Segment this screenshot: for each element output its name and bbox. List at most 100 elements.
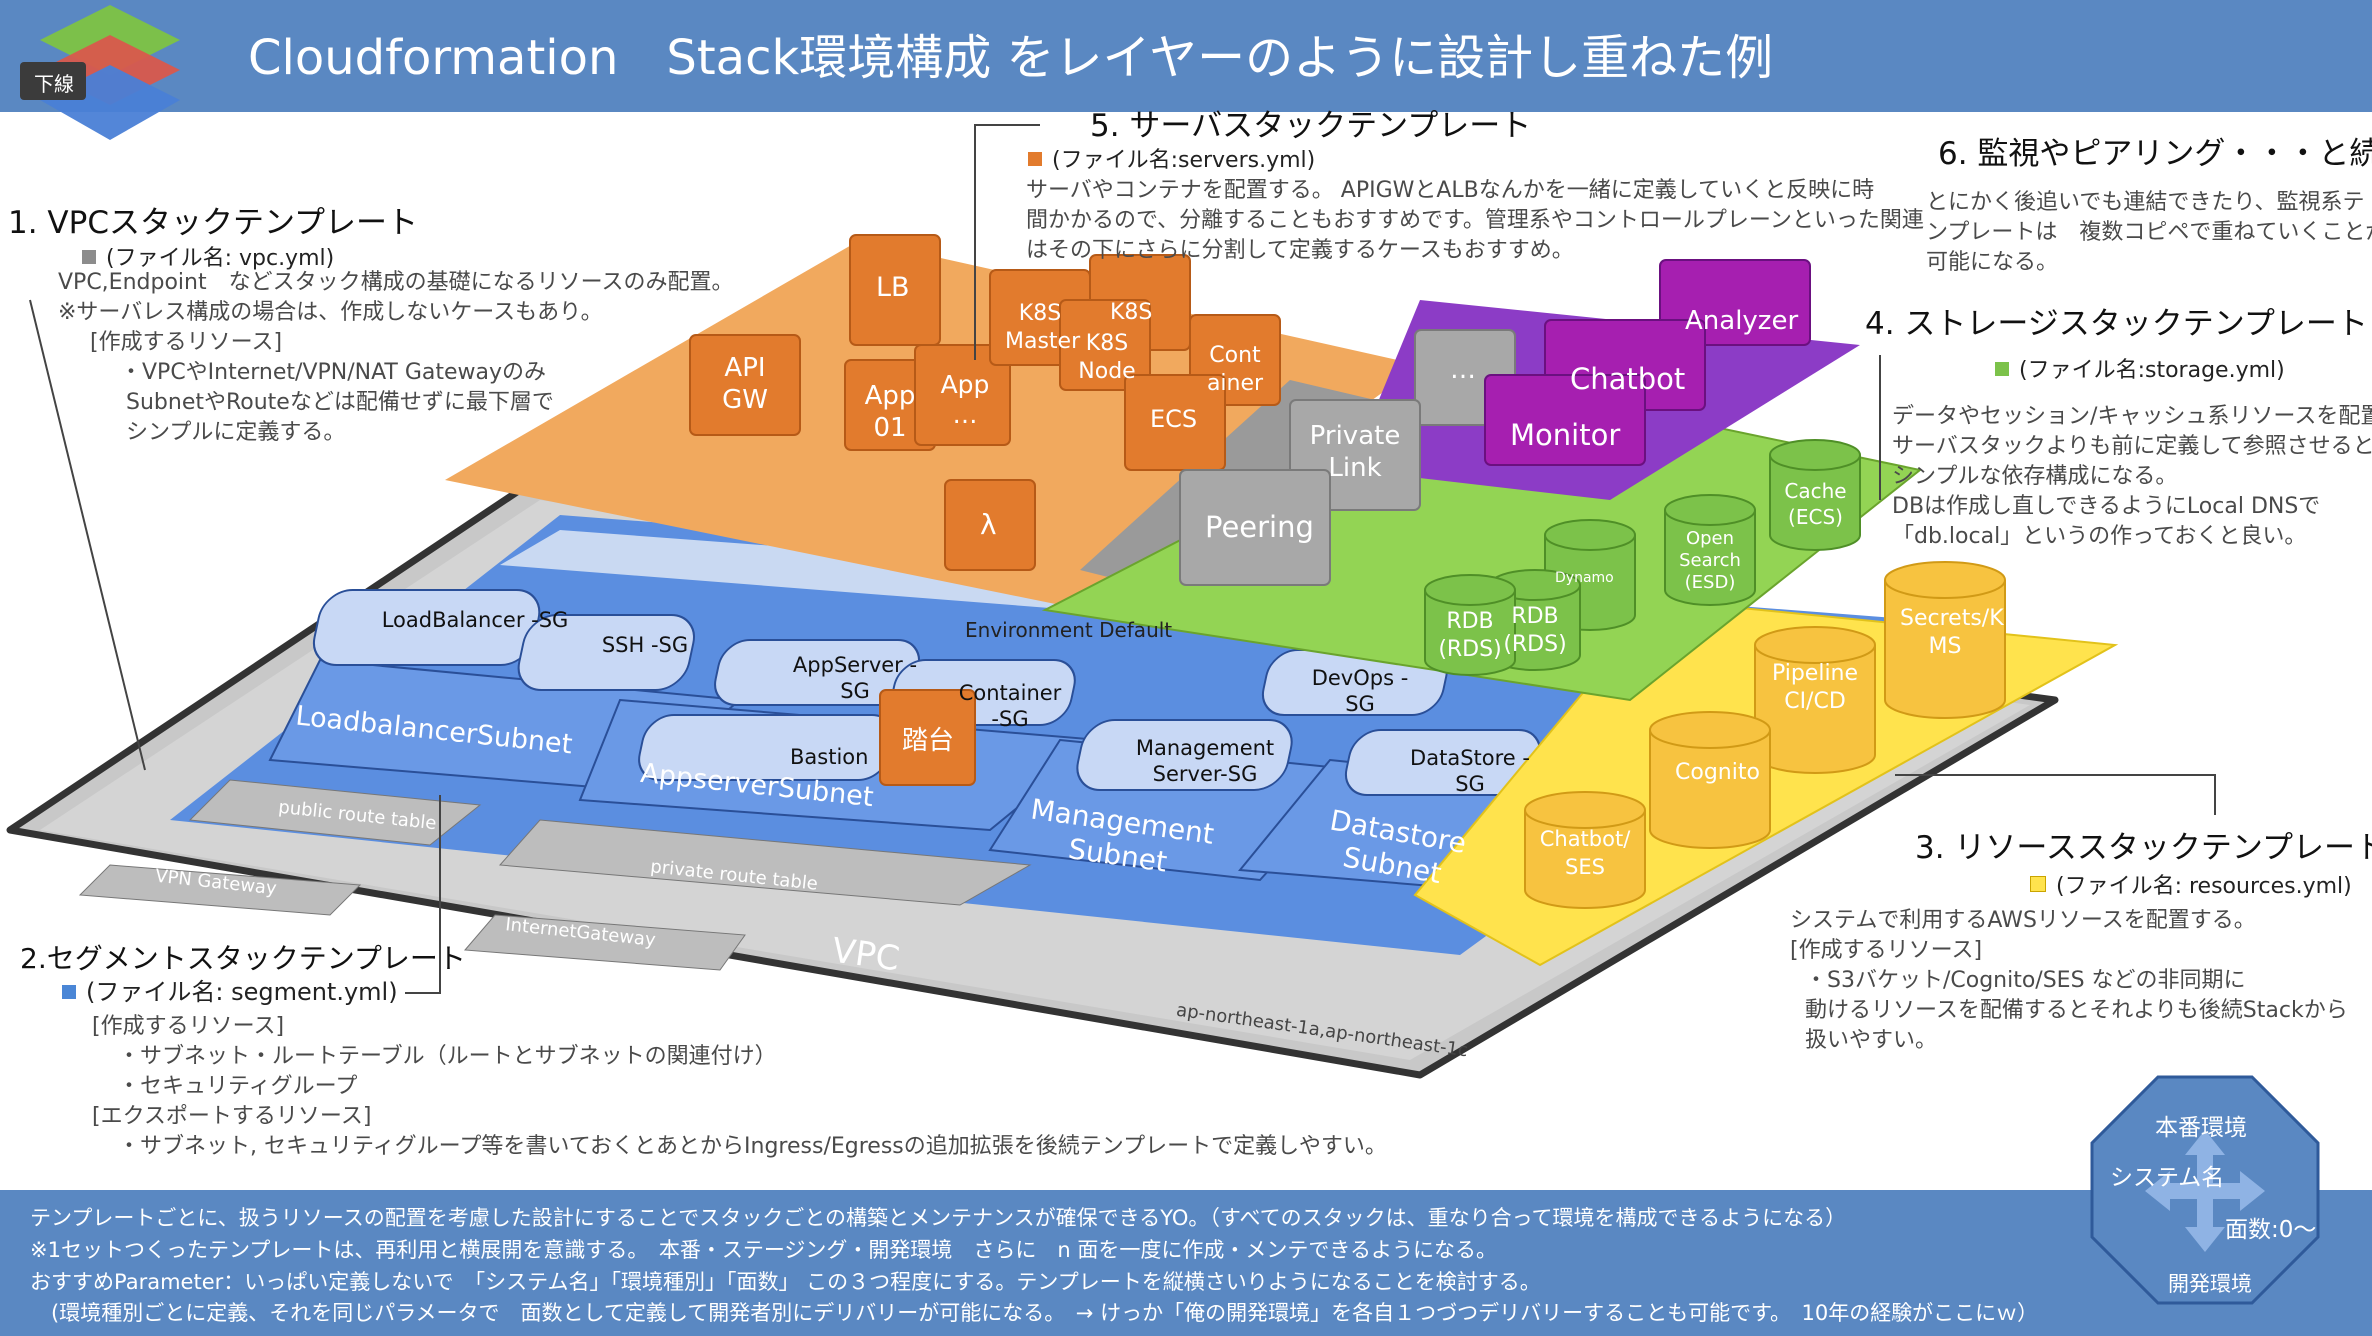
box-bastion — [879, 689, 976, 786]
vpn-gateway-shape — [78, 864, 362, 916]
segment-stack-line-1: [作成するリソース] — [92, 1014, 285, 1039]
server-stack-file: (ファイル名:servers.yml) — [1028, 142, 1315, 174]
sg-appserver-label: AppServer -SG — [792, 653, 918, 703]
resource-stack-line-2: [作成するリソース] — [1790, 938, 1983, 963]
box-lb — [849, 234, 941, 346]
environment-octagon — [2090, 1075, 2320, 1305]
ellipsis-box-label: … — [1450, 355, 1476, 385]
octagon-left-label: システム名 — [2110, 1165, 2225, 1191]
storage-stack-line-4: DBは作成し直しできるようにLocal DNSで — [1892, 494, 2321, 519]
vpc-color-swatch — [82, 250, 96, 264]
segment-stack-line-3: ・セキュリティグループ — [118, 1074, 358, 1099]
analyzer-box-label: Analyzer — [1685, 306, 1799, 336]
private-link-box-label: Private Link — [1309, 421, 1401, 483]
bastion-box-label: 踏台 — [902, 726, 955, 756]
box-apigw — [689, 334, 801, 436]
footer-line-1: テンプレートごとに、扱うリソースの配置を考慮した設計にすることでスタックごとの構… — [30, 1206, 1847, 1230]
sg-container-label: Container -SG — [958, 681, 1062, 731]
monitor-stack-line-2: ンプレートは 複数コピペで重ねていくことが — [1926, 220, 2372, 245]
vpc-stack-line-6: シンプルに定義する。 — [126, 420, 346, 445]
cyl-cognito — [1649, 730, 1771, 849]
vpc-stack-file-text: (ファイル名: vpc.yml) — [106, 246, 335, 271]
sg-ssh-label: SSH -SG — [601, 633, 689, 657]
title-bar — [0, 0, 2372, 112]
app-box-label: App … — [940, 370, 990, 429]
resource-stack-line-5: 扱いやすい。 — [1805, 1028, 1938, 1053]
page-title: Cloudformation Stack環境構成 をレイヤーのように設計し重ねた… — [248, 30, 1774, 86]
chatbot-ses-cyl-label: Chatbot/ SES — [1539, 827, 1631, 879]
logo-label: 下線 — [34, 72, 74, 96]
sg-ssh — [517, 614, 695, 691]
segment-stack-line-2: ・サブネット・ルートテーブル（ルートとサブネットの関連付け） — [118, 1044, 777, 1069]
peering-box-label: Peering — [1205, 510, 1314, 544]
storage-stack-file-text: (ファイル名:storage.yml) — [2019, 358, 2285, 383]
sg-bastion-label: Bastion — [790, 745, 869, 769]
storage-stack-line-2: サーバスタックよりも前に定義して参照させると — [1892, 434, 2372, 459]
opensearch-cyl-label: Open Search (ESD) — [1679, 528, 1741, 593]
storage-stack-line-1: データやセッション/キャッシュ系リソースを配置 — [1892, 404, 2372, 429]
server-stack-line-3: はその下にさらに分割して定義するケースもおすすめ。 — [1026, 238, 1574, 263]
storage-stack-line-5: 「db.local」というの作っておくと良い。 — [1892, 524, 2307, 549]
monitor-stack-heading: 6. 監視やピアリング・・・と続く — [1938, 136, 2372, 172]
environment-default-label: Environment Default — [965, 618, 1173, 642]
server-stack-heading: 5. サーバスタックテンプレート — [1090, 108, 1532, 144]
sg-management-server — [1076, 719, 1293, 791]
vpc-stack-file: (ファイル名: vpc.yml) — [82, 240, 334, 272]
monitor-stack-line-3: 可能になる。 — [1926, 250, 2059, 275]
cyl-secrets — [1884, 580, 2006, 719]
octagon-bottom-label: 開発環境 — [2168, 1272, 2252, 1296]
box-app — [914, 344, 1011, 446]
vpc-stack-line-5: SubnetやRouteなどは配備せずに最下層で — [126, 390, 554, 415]
public-route-table-shape — [188, 779, 482, 846]
segment-stack-heading: 2.セグメントスタックテンプレート — [20, 942, 466, 975]
ecs-box-label: ECS — [1150, 405, 1198, 433]
internet-gateway-shape — [463, 914, 746, 971]
box-k8s-node — [1059, 299, 1151, 391]
server-color-swatch — [1028, 152, 1042, 166]
callout-resource — [1895, 774, 2216, 815]
resource-stack-file: (ファイル名: resources.yml) — [2030, 868, 2352, 900]
box-lambda — [944, 479, 1036, 571]
footer-line-3: おすすめParameter：いっぱい定義しないで 「システム名」「環境種別」「面… — [30, 1270, 1541, 1294]
resource-stack-line-3: ・S3バケット/Cognito/SES などの非同期に — [1805, 968, 2246, 993]
cyl-opensearch — [1664, 510, 1756, 606]
server-stack-file-text: (ファイル名:servers.yml) — [1052, 148, 1316, 173]
k8s-master-box-label: K8S Master — [1005, 301, 1081, 354]
cyl-chatbot-ses — [1524, 810, 1646, 909]
segment-color-swatch — [62, 985, 76, 999]
monitor-stack-line-1: とにかく後追いでも連結できたり、監視系テ — [1926, 190, 2365, 215]
rdb-back-cyl-label: RDB (RDS) — [1503, 604, 1567, 657]
storage-stack-file: (ファイル名:storage.yml) — [1995, 352, 2285, 384]
k8s-box-label: K8S — [1110, 300, 1153, 325]
dynamo-cyl-label: Dynamo — [1555, 570, 1614, 586]
cyl-cache — [1769, 455, 1861, 551]
server-stack-line-2: 間かかるので、分離することもおすすめです。管理系やコントロールプレーンといった関… — [1026, 208, 1924, 233]
layers-logo-icon — [20, 5, 180, 140]
footer-band — [0, 1190, 2372, 1336]
box-monitor — [1484, 374, 1646, 466]
segment-stack-file-text: (ファイル名: segment.yml) — [86, 978, 398, 1006]
octagon-top-label: 本番環境 — [2155, 1115, 2247, 1141]
pipeline-cyl-label: Pipeline CI/CD — [1771, 661, 1859, 714]
box-ecs — [1124, 374, 1226, 471]
k8s-node-box-label: K8S Node — [1078, 331, 1136, 384]
vpc-stack-line-3: [作成するリソース] — [90, 330, 283, 355]
octagon-right-label: 面数:0〜 — [2225, 1217, 2317, 1243]
segment-stack-line-4: [エクスポートするリソース] — [92, 1104, 372, 1129]
callout-server — [974, 124, 1040, 360]
resource-stack-file-text: (ファイル名: resources.yml) — [2056, 874, 2352, 899]
sg-management-label: Management Server-SG — [1135, 736, 1275, 786]
cognito-cyl-label: Cognito — [1675, 760, 1760, 785]
sg-loadbalancer-label: LoadBalancer -SG — [381, 608, 569, 632]
secrets-cyl-label: Secrets/K MS — [1900, 606, 2004, 659]
apigw-box-label: API GW — [722, 353, 768, 415]
footer-line-4: (環境種別ごとに定義、それを同じパラメータで 面数として定義して開発者別にデリバ… — [30, 1301, 2039, 1325]
monitor-box-label: Monitor — [1510, 418, 1621, 452]
storage-stack-line-3: シンプルな依存構成になる。 — [1892, 464, 2178, 489]
callout-segment — [405, 795, 441, 994]
rdb-front-cyl-label: RDB (RDS) — [1438, 609, 1502, 662]
vpc-stack-heading: 1. VPCスタックテンプレート — [8, 205, 419, 241]
lb-box-label: LB — [876, 272, 910, 303]
chatbot-box-label: Chatbot — [1570, 362, 1686, 396]
